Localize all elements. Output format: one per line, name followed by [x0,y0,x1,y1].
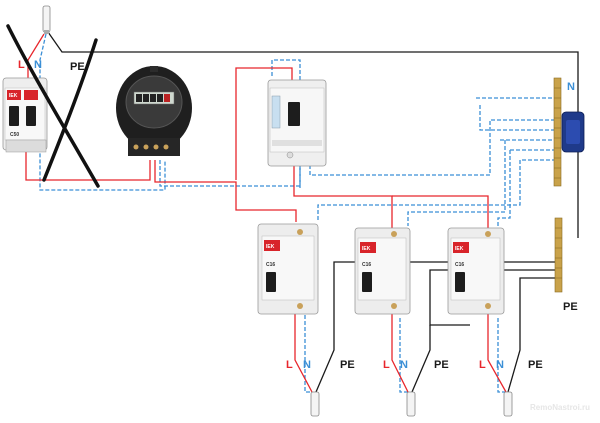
branch-breaker-3 [447,227,505,315]
branch-breaker-1-brand: IEK [266,244,275,250]
electricity-meter [116,66,192,156]
label-n-bus: N [567,81,575,93]
branch-breaker-3-brand: IEK [455,246,464,252]
branch-breaker-2 [354,227,411,315]
label-top-PE: PE [70,61,85,73]
label-g2-L: L [383,359,390,371]
output-cable-2 [406,391,416,417]
branch-breaker-3-rating: C16 [455,262,464,268]
neutral-wiring [39,33,556,393]
rcd-device [267,79,327,167]
output-cable-1 [310,391,320,417]
label-g3-N: N [496,359,504,371]
watermark: RemoNastroi.ru [530,403,590,412]
label-top-L: L [18,59,25,71]
main-breaker-brand: IEK [9,93,18,99]
label-top-N: N [34,59,42,71]
neutral-bus-bar [553,77,585,187]
output-cable-3 [503,391,513,417]
branch-breaker-1 [257,223,319,315]
label-g3-PE: PE [528,359,543,371]
label-g2-PE: PE [434,359,449,371]
main-breaker-rating: C50 [10,132,19,138]
branch-breaker-1-rating: C16 [266,262,275,268]
earth-bus-bar [554,217,563,293]
label-pe-bus: PE [563,301,578,313]
cross-out-mark [6,24,100,188]
main-breaker [2,77,48,153]
label-g1-L: L [286,359,293,371]
label-g1-PE: PE [340,359,355,371]
branch-breaker-2-brand: IEK [362,246,371,252]
branch-breaker-2-rating: C16 [362,262,371,268]
label-g2-N: N [400,359,408,371]
phase-wiring [25,33,507,393]
label-g3-L: L [479,359,486,371]
label-g1-N: N [303,359,311,371]
input-cable [42,5,51,34]
